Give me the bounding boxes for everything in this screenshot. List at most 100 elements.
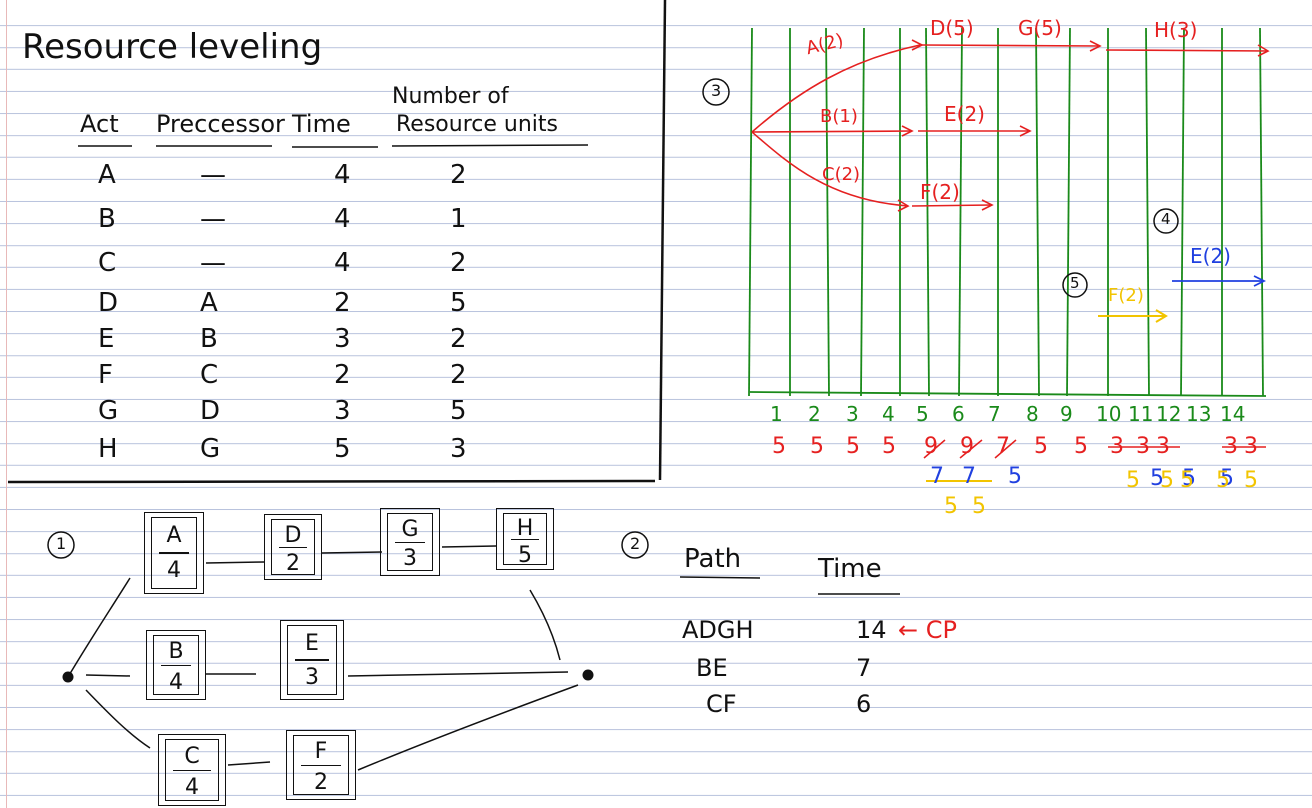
table-cell-time: 2	[334, 360, 351, 390]
arrowhead-b	[901, 125, 914, 137]
underline-path	[679, 576, 761, 579]
header-units-line2: Resource units	[396, 112, 558, 137]
line-start-c	[85, 689, 151, 749]
circle-step-3	[702, 78, 730, 106]
table-cell-pred: —	[200, 248, 226, 278]
load-after-f: 5	[972, 494, 986, 519]
table-cell-pred: —	[200, 160, 226, 190]
network-start-node	[62, 671, 74, 683]
schedule-grid	[748, 27, 1267, 397]
node-divider	[395, 541, 425, 544]
strike-day6	[959, 439, 983, 459]
node-letter: E	[305, 630, 319, 656]
day-number: 7	[988, 402, 1001, 426]
arrow-d-g	[921, 44, 1101, 47]
path-time: 14	[856, 616, 887, 644]
bar-label-b: B(1)	[820, 106, 858, 127]
underline-units	[391, 144, 589, 147]
arrowhead-c	[897, 199, 910, 212]
bar-label-e-moved: E(2)	[1190, 244, 1231, 268]
table-cell-units: 5	[450, 396, 467, 426]
circle-step-4	[1153, 208, 1179, 234]
day-number: 14	[1220, 402, 1246, 426]
grid-line	[825, 27, 830, 397]
bar-label-h: H(3)	[1154, 18, 1198, 42]
node-duration: 4	[169, 669, 183, 695]
path-time-header: Time	[818, 554, 882, 584]
frame-bottom-line	[7, 479, 656, 484]
table-cell-act: B	[98, 204, 116, 234]
load-after-f: 5	[944, 494, 958, 519]
table-cell-units: 3	[450, 434, 467, 464]
marker-3: 3	[711, 81, 722, 100]
page-title: Resource leveling	[22, 27, 323, 67]
initial-load: 9	[924, 434, 938, 459]
strike-day7	[994, 439, 1017, 459]
load-yellow-late: 5	[1216, 468, 1230, 493]
node-duration: 2	[314, 769, 328, 795]
node-duration: 4	[167, 558, 181, 584]
node-letter: F	[314, 739, 328, 765]
line-a-d	[205, 561, 265, 564]
network-node-inner-box	[271, 519, 315, 575]
node-duration: 3	[305, 665, 319, 690]
table-cell-pred: B	[200, 324, 218, 354]
node-duration: 5	[518, 543, 532, 569]
network-node-inner-box	[165, 739, 219, 801]
critical-path-note: ← CP	[898, 616, 957, 644]
header-units-line1: Number of	[392, 84, 509, 109]
load-after-e: 7	[930, 464, 944, 489]
arrow-h	[1105, 49, 1269, 52]
initial-load: 7	[996, 434, 1010, 459]
load-after-e-moved: 5	[1150, 466, 1164, 491]
table-cell-act: A	[98, 160, 116, 190]
schedule-arrow-yellow	[1098, 309, 1168, 323]
table-cell-units: 2	[450, 160, 467, 190]
grid-line	[1259, 27, 1264, 397]
bar-label-f-moved: F(2)	[1108, 285, 1144, 306]
day-number: 4	[882, 402, 895, 426]
line-start-b	[85, 674, 131, 677]
grid-line	[958, 27, 963, 397]
grid-line	[1035, 27, 1040, 397]
day-number: 3	[846, 402, 859, 426]
circle-step-1	[47, 531, 75, 559]
grid-line	[748, 27, 753, 397]
arrowhead-g	[1089, 40, 1102, 52]
initial-load: 3	[1110, 434, 1124, 459]
path-time: 6	[856, 690, 872, 718]
network-node-inner-box	[387, 513, 433, 571]
grid-line	[1066, 27, 1071, 397]
node-divider	[279, 546, 307, 549]
day-number: 8	[1026, 402, 1039, 426]
header-time: Time	[292, 110, 351, 138]
day-number: 12	[1156, 402, 1182, 426]
load-yellow-late: 5	[1160, 468, 1174, 493]
node-duration: 4	[185, 774, 199, 800]
initial-load: 5	[882, 434, 896, 459]
node-divider	[161, 664, 191, 667]
network-node-inner-box	[293, 735, 349, 795]
path-header: Path	[684, 544, 742, 574]
initial-load: 3	[1136, 434, 1150, 459]
table-cell-pred: A	[200, 288, 218, 318]
table-cell-act: F	[98, 360, 113, 390]
table-cell-pred: —	[200, 204, 226, 234]
line-d-g	[321, 551, 383, 554]
table-cell-time: 2	[334, 288, 351, 318]
node-divider	[301, 764, 341, 767]
initial-load: 5	[846, 434, 860, 459]
grid-baseline	[749, 391, 1267, 397]
table-cell-act: H	[98, 434, 118, 464]
marker-1: 1	[56, 534, 67, 553]
load-after-e-moved: 5	[1182, 466, 1196, 491]
network-node-inner-box	[151, 517, 197, 589]
load-yellow-late: 5	[1244, 468, 1258, 493]
table-cell-units: 1	[450, 204, 467, 234]
node-letter: H	[516, 516, 534, 542]
bar-label-f: F(2)	[920, 180, 960, 204]
